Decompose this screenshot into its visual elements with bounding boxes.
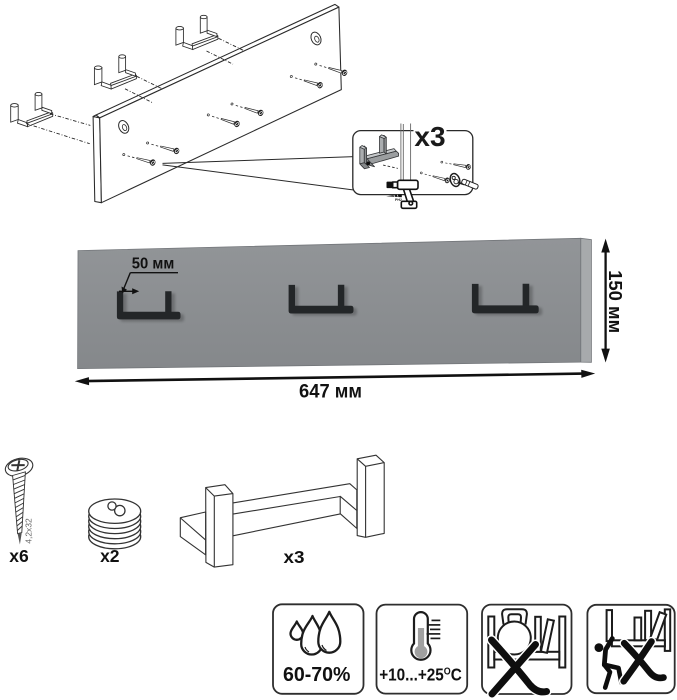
svg-text:60-70%: 60-70%: [283, 664, 351, 686]
svg-text:4,2x32: 4,2x32: [24, 518, 34, 544]
svg-text:+10...+25OC: +10...+25OC: [379, 664, 462, 684]
svg-text:50 мм: 50 мм: [132, 256, 175, 273]
svg-text:647 мм: 647 мм: [299, 381, 362, 403]
svg-text:150 мм: 150 мм: [605, 270, 626, 333]
svg-text:x2: x2: [100, 546, 120, 566]
svg-text:PH2: PH2: [395, 198, 402, 202]
svg-text:x3: x3: [284, 547, 305, 567]
svg-text:x3: x3: [414, 121, 445, 152]
svg-text:x6: x6: [9, 546, 29, 566]
